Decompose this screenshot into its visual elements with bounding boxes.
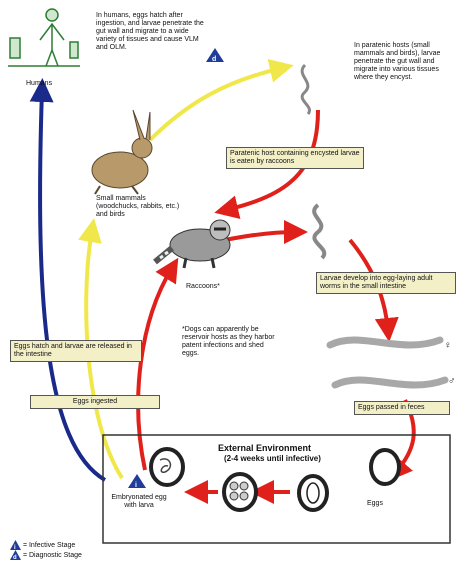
egg-unembryonated (369, 448, 401, 486)
legend-diagnostic: d = Diagnostic Stage (10, 550, 82, 560)
eggs-ingested-box: Eggs ingested (30, 395, 160, 409)
environment-box (102, 434, 451, 544)
infective-legend-marker: i (14, 545, 16, 550)
red-arrow-raccoon-to-larva (224, 220, 308, 245)
diagnostic-legend-icon: d (10, 550, 21, 560)
dogs-note: *Dogs can apparently be reservoir hosts … (182, 326, 275, 357)
red-arrow-egg-to-raccoon (136, 257, 179, 471)
male-symbol: ♂ (448, 376, 456, 387)
yellow-arrow-to-paratenic (148, 59, 294, 142)
paratenic-larva-coil (300, 63, 311, 115)
intestinal-larva-coil (312, 203, 327, 260)
embryonated-label: Embryonated egg with larva (111, 494, 167, 509)
raccoon-illustration (153, 219, 231, 269)
humans-illustration (8, 8, 80, 67)
paratenic-host-box: Paratenic host containing encysted larva… (226, 147, 364, 169)
humans-label: Humans (26, 80, 53, 87)
diagnostic-legend-marker: d (13, 555, 17, 560)
diagnostic-stage-marker: d (206, 48, 224, 63)
egg-embryonated (149, 447, 185, 487)
legend: i = Infective Stage d = Diagnostic Stage (10, 540, 82, 560)
red-arrow-paratenic-to-raccoon (214, 109, 320, 219)
raccoons-label: Raccoons* (186, 283, 220, 290)
larvae-develop-box: Larvae develop into egg-laying adult wor… (316, 272, 456, 294)
female-symbol: ♀ (444, 340, 452, 351)
legend-infective-label: = Infective Stage (22, 541, 76, 549)
humans-note: In humans, eggs hatch after ingestion, a… (96, 12, 204, 51)
infective-stage-marker: i (128, 474, 146, 489)
environment-subtitle: (2-4 weeks until infective) (224, 454, 321, 463)
small-mammals-label: Small mammals (woodchucks, rabbits, etc.… (96, 195, 180, 218)
eggs-label: Eggs (367, 500, 383, 507)
egg-morula (222, 472, 258, 512)
diagnostic-marker-letter: d (212, 56, 216, 63)
infective-legend-icon: i (10, 540, 21, 550)
eggs-hatch-box: Eggs hatch and larvae are released in th… (10, 340, 142, 362)
legend-infective: i = Infective Stage (10, 540, 82, 550)
eggs-passed-box: Eggs passed in feces (354, 401, 450, 415)
paratenic-note: In paratenic hosts (small mammals and bi… (354, 42, 441, 81)
adult-worms (326, 336, 449, 389)
legend-diagnostic-label: = Diagnostic Stage (22, 551, 82, 559)
infective-marker-letter: i (135, 482, 137, 489)
egg-two-cell (297, 474, 329, 512)
environment-title: External Environment (218, 443, 312, 453)
rabbit-illustration (91, 109, 153, 195)
blue-arrow-to-humans (29, 78, 107, 482)
